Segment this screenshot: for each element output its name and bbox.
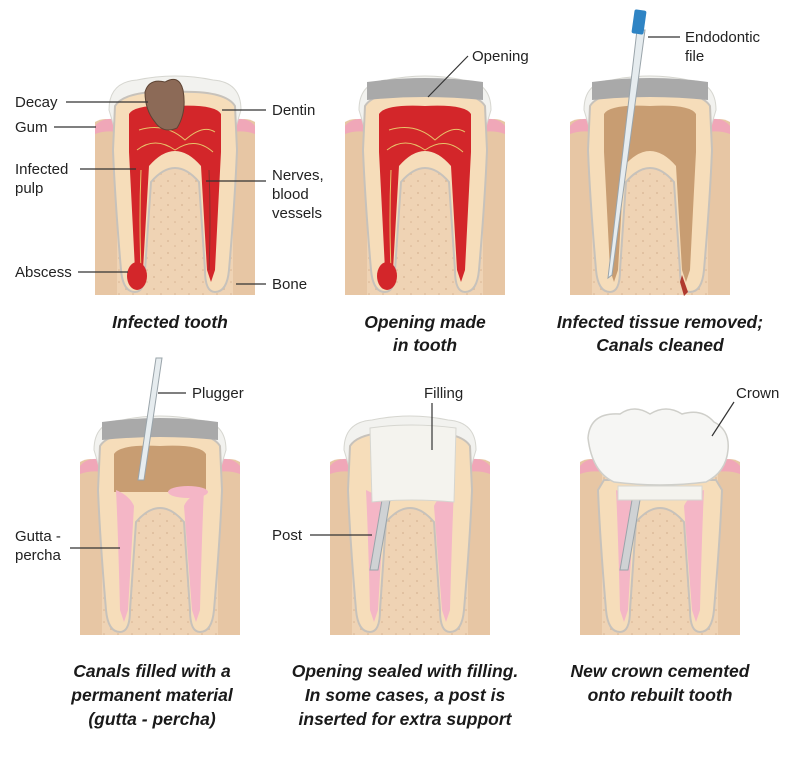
caption-6-line-2: onto rebuilt tooth [588,685,733,705]
caption-5-line-2: In some cases, a post is [305,685,506,705]
abscess [127,262,147,290]
panel3-labels: Endodontic file [648,29,761,65]
label-nerves-1: Nerves, [272,167,324,184]
label-nerves-2: blood [272,186,309,203]
label-infected-pulp-2: pulp [15,180,43,197]
label-filling: Filling [424,385,463,402]
residual-root-tip [680,275,688,296]
label-endodontic-file-2: file [685,48,704,65]
infected-pulp [129,105,221,282]
panel2-labels: Opening [427,48,529,98]
caption-2-line-2: in tooth [393,335,457,355]
filling [369,424,457,503]
gutta-percha-left [116,490,134,622]
label-decay: Decay [15,94,58,111]
decay [144,78,185,131]
label-gum: Gum [15,119,48,136]
panel-infected-tooth [95,75,255,295]
endodontic-file [607,9,647,280]
caption-3-line-1: Infected tissue removed; [557,312,763,332]
label-endodontic-file-1: Endodontic [685,29,761,46]
opening-cavity [367,78,483,100]
crown [587,408,729,486]
caption-2-line-1: Opening made [364,312,486,332]
abscess [377,262,397,290]
caption-5-line-3: inserted for extra support [299,709,513,729]
pulp-chamber [114,445,206,492]
panel-filling-post [330,415,490,635]
label-crown: Crown [736,385,779,402]
caption-1-line-1: Infected tooth [112,312,228,332]
panel1-labels: Decay Gum Infected pulp Abscess Dentin N… [15,94,324,293]
rebuilt-core [617,485,703,501]
gutta-percha-right [184,490,204,622]
panel-canals-cleaned [570,9,730,296]
opening-cavity [592,78,708,100]
label-gutta-percha-2: percha [15,547,62,564]
plugger-instrument [137,357,163,481]
panel5-labels: Filling Post [272,385,463,544]
panel6-labels: Crown [711,385,779,437]
caption-6-line-1: New crown cemented [571,661,750,681]
opening-cavity [102,418,218,440]
panel4-labels: Plugger Gutta - percha [15,385,244,564]
label-gutta-percha-1: Gutta - [15,528,61,545]
label-dentin: Dentin [272,102,315,119]
label-bone: Bone [272,276,307,293]
caption-3-line-2: Canals cleaned [596,335,724,355]
caption-4-line-1: Canals filled with a [73,661,231,681]
label-infected-pulp-1: Infected [15,161,68,178]
gutta-percha-right [434,490,454,622]
infected-pulp [379,105,471,282]
panel-crown [580,408,740,635]
caption-5-line-1: Opening sealed with filling. [292,661,519,681]
caption-4-line-2: permanent material [70,685,234,705]
nerves-blood-vessels [386,127,466,271]
panel-opening-made [345,75,505,295]
label-post: Post [272,527,303,544]
label-nerves-3: vessels [272,205,322,222]
label-opening: Opening [472,48,529,65]
nerves-blood-vessels [136,127,216,271]
gutta-percha-right [684,490,704,622]
gutta-percha-top [168,486,208,498]
label-plugger: Plugger [192,385,244,402]
label-abscess: Abscess [15,264,72,281]
caption-4-line-3: (gutta - percha) [88,709,216,729]
